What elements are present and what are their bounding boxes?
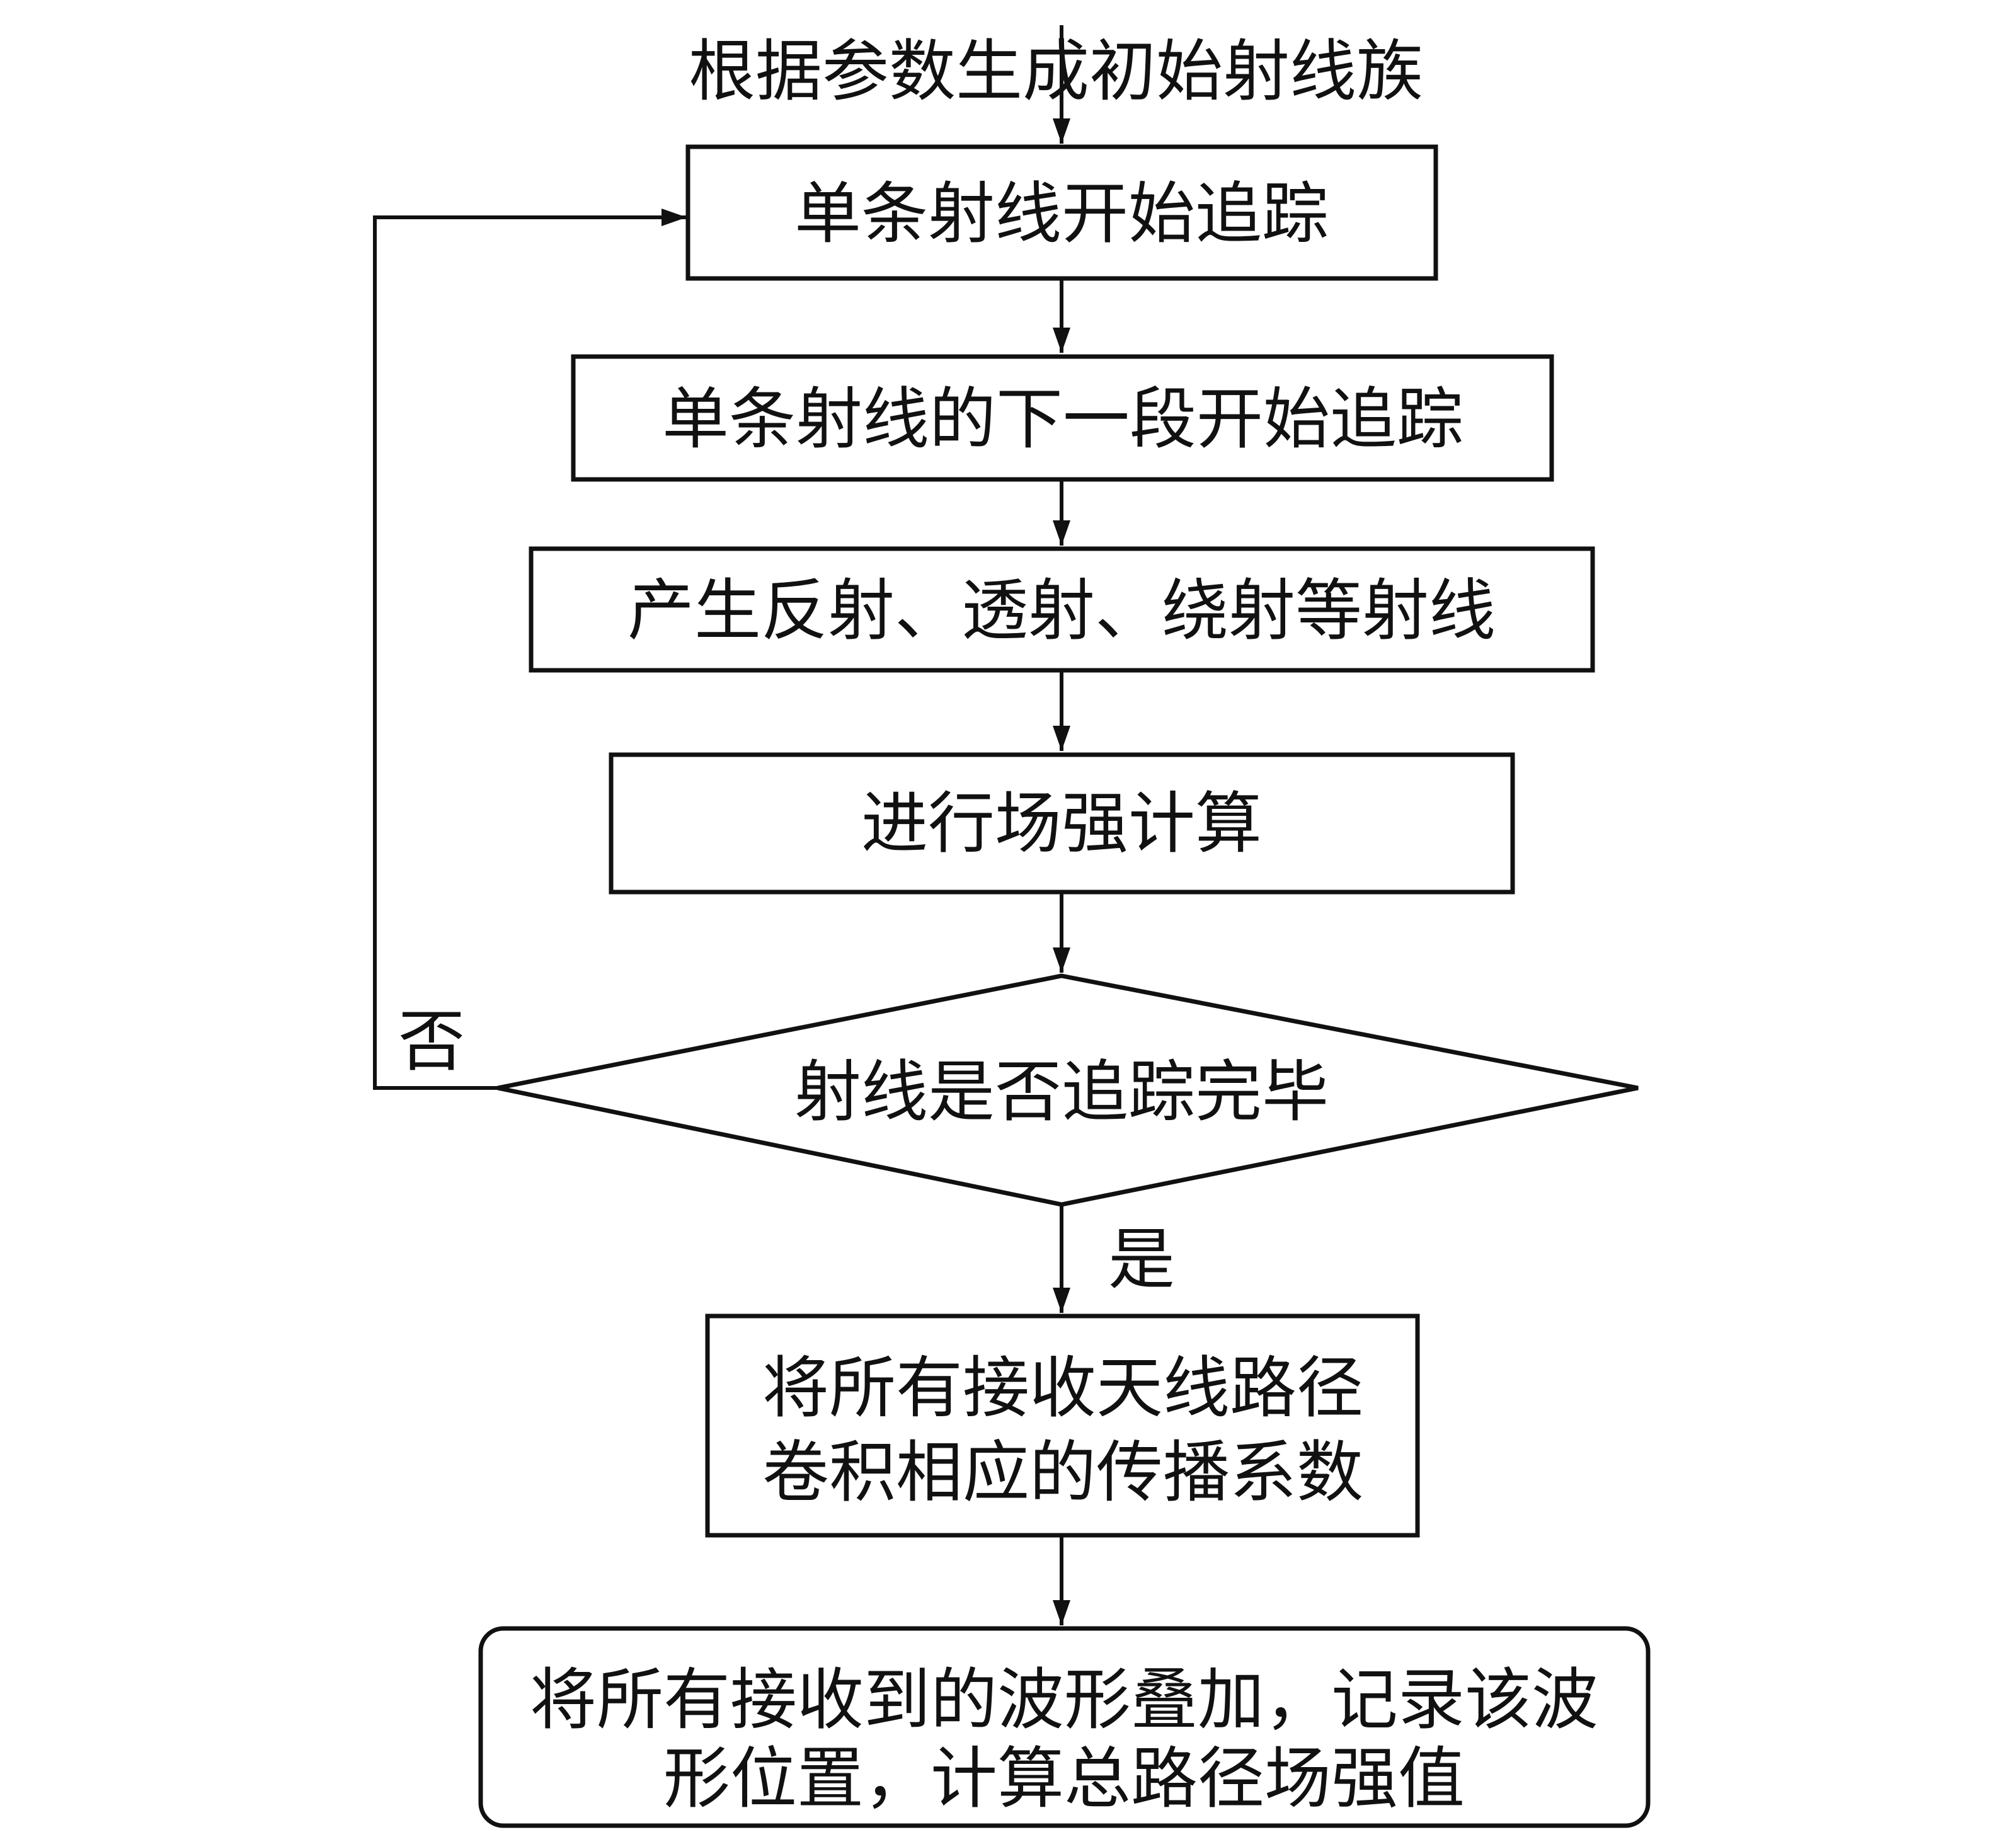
node-final — [478, 1626, 1651, 1828]
label-yes: 是 — [1108, 1221, 1175, 1298]
node-start-trace-label: 单条射线开始追踪 — [794, 175, 1329, 253]
node-next-segment-label: 单条射线的下一段开始追踪 — [662, 381, 1463, 458]
node-generate-rays-label: 产生反射、透射、绕射等射线 — [627, 572, 1496, 650]
node-field-strength — [609, 752, 1515, 895]
edge-decision-no-loop — [373, 209, 687, 1090]
node-start-trace — [685, 144, 1438, 281]
node-convolve — [705, 1313, 1420, 1538]
node-convolve-label-line1: 将所有接收天线路径 — [762, 1349, 1363, 1427]
node-decision — [497, 973, 1639, 1207]
node-field-strength-label: 进行场强计算 — [861, 785, 1262, 862]
node-next-segment — [571, 354, 1554, 482]
node-convolve-label-line2: 卷积相应的传播系数 — [762, 1434, 1363, 1511]
node-final-label-line1: 将所有接收到的波形叠加，记录该波 — [530, 1661, 1598, 1739]
node-generate-rays — [529, 546, 1595, 673]
label-no: 否 — [398, 1003, 465, 1080]
start-label: 根据参数生成初始射线族 — [689, 33, 1423, 110]
node-decision-label: 射线是否追踪完毕 — [794, 1053, 1329, 1131]
node-final-label-line2: 形位置，计算总路径场强值 — [663, 1740, 1465, 1817]
